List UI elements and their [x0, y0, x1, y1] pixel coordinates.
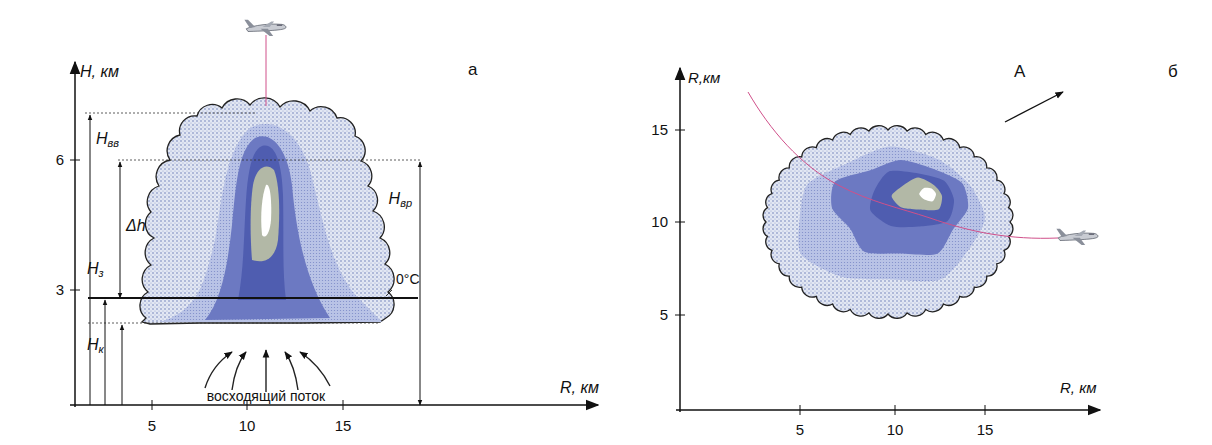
dimension-arrow: [120, 162, 121, 298]
reflectivity-peak: [261, 185, 271, 237]
r-axis: [70, 404, 598, 406]
dimension-arrow: [105, 300, 106, 405]
label: 5: [660, 307, 668, 324]
flight-track: [748, 92, 1058, 238]
label-main: H: [87, 336, 99, 353]
reflectivity-core: [892, 178, 943, 211]
updraft-arrow: [205, 352, 232, 388]
h-axis: [74, 62, 76, 407]
label-subscript: к: [99, 343, 104, 355]
tick: [675, 222, 685, 223]
label: 5: [796, 422, 804, 439]
dimension-arrow: [122, 325, 123, 405]
label: а: [468, 61, 477, 80]
zero-isotherm: [88, 297, 418, 299]
label: R, км: [1060, 380, 1097, 397]
aircraft-icon: [244, 20, 286, 36]
cloud-outline: [140, 98, 394, 324]
level-line: [85, 113, 255, 114]
label: 10: [887, 422, 904, 439]
leader-line: [386, 290, 392, 296]
r-axis: [676, 409, 1100, 411]
label-subscript: вв: [108, 137, 119, 149]
label: Hк: [87, 336, 104, 355]
tick: [985, 405, 986, 415]
tick: [800, 405, 801, 415]
tick: [152, 400, 153, 410]
reflectivity-zone: [238, 146, 286, 300]
label: Hз: [87, 260, 104, 279]
label: 3: [56, 282, 64, 299]
label: 0°C: [396, 272, 420, 287]
reflectivity-zone: [160, 124, 382, 322]
label: H, км: [80, 63, 119, 81]
tick: [675, 315, 685, 316]
label: 10: [651, 214, 668, 231]
label-main: H: [389, 190, 401, 207]
tick: [70, 290, 80, 291]
label-main: H: [96, 130, 108, 147]
dimension-arrow: [420, 162, 421, 405]
updraft-arrow: [285, 352, 298, 390]
r-axis: [679, 68, 681, 412]
label: 15: [335, 418, 352, 435]
label-subscript: вр: [400, 197, 412, 209]
level-line: [118, 160, 420, 161]
label: Hвр: [389, 190, 412, 209]
aircraft-icon: [1056, 229, 1098, 245]
label-main: H: [87, 260, 99, 277]
label: R,км: [688, 70, 720, 87]
label: Δh: [126, 217, 146, 235]
label: R, км: [560, 379, 599, 397]
dimension-arrow: [90, 115, 91, 405]
updraft-arrow: [300, 352, 330, 386]
reflectivity-zone: [831, 160, 968, 255]
label: 10: [239, 418, 256, 435]
label: 15: [977, 422, 994, 439]
reflectivity-zone: [205, 136, 330, 320]
label: Hвв: [96, 130, 119, 149]
label: б: [1168, 63, 1178, 82]
label: A: [1014, 63, 1025, 82]
updraft-arrow: [232, 352, 246, 390]
label: 5: [148, 418, 156, 435]
reflectivity-core: [251, 166, 280, 261]
cloud-outline: [763, 126, 1013, 319]
tick: [343, 400, 344, 410]
tick: [675, 130, 685, 131]
reflectivity-peak: [919, 188, 936, 202]
label-subscript: з: [99, 267, 104, 279]
updraft-arrow: [265, 350, 266, 392]
reflectivity-zone: [870, 171, 954, 227]
reflectivity-zone: [798, 147, 985, 282]
level-line: [88, 323, 380, 324]
tick: [895, 405, 896, 415]
label: 15: [651, 122, 668, 139]
tick: [70, 160, 80, 161]
radar-beam: [266, 35, 267, 106]
label: восходящий поток: [207, 389, 325, 404]
label: 6: [56, 152, 64, 169]
motion-arrow: [1005, 92, 1063, 122]
